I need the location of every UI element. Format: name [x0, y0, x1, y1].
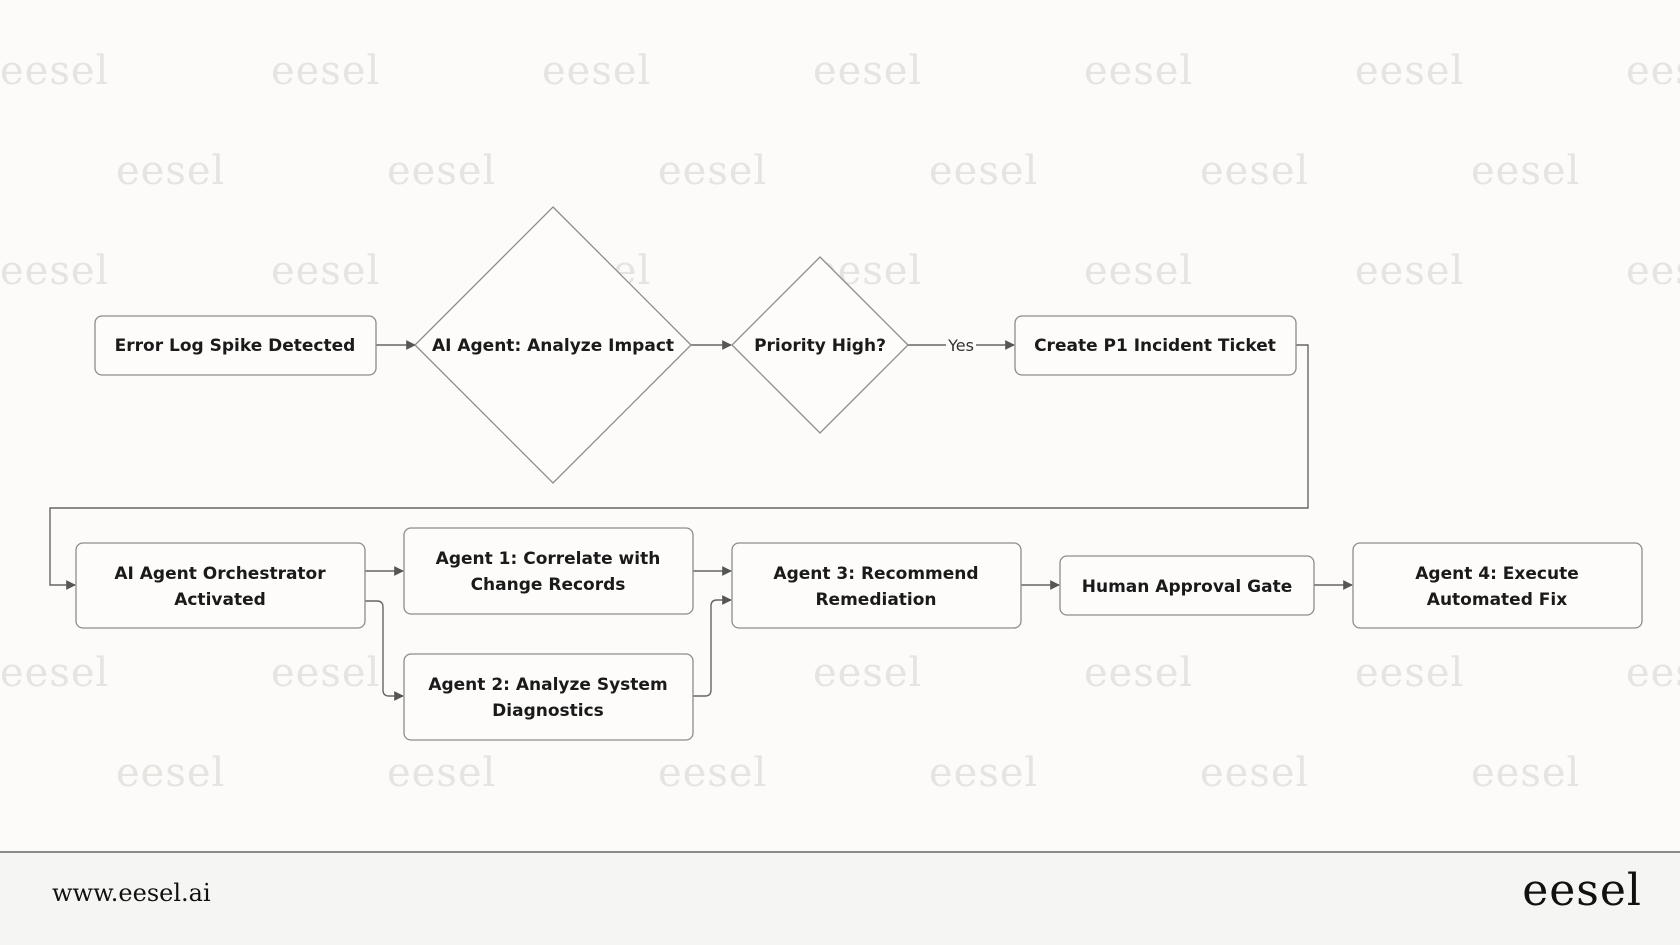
node-agent3-label-line2: Remediation: [815, 590, 936, 610]
node-agent2-label-line1: Agent 2: Analyze System: [428, 675, 667, 695]
watermark-text: eesel: [1626, 48, 1680, 94]
watermark-text: eesel: [929, 750, 1039, 796]
node-agent3-box[interactable]: [731, 542, 1022, 629]
watermark-text: eesel: [1355, 48, 1465, 94]
watermark-text: eesel: [1471, 750, 1581, 796]
edge-label-yes: Yes: [947, 336, 974, 355]
node-p1-ticket-box[interactable]: [1014, 315, 1297, 376]
node-agent2-box[interactable]: [403, 653, 694, 741]
edge-orchestrator-to-agent2: [365, 600, 404, 701]
watermark-text: eesel: [658, 148, 768, 194]
watermark-text: eesel: [1355, 248, 1465, 294]
node-analyze-impact-diamond[interactable]: [414, 206, 692, 484]
watermark-text: eesel: [1200, 148, 1310, 194]
edge-agent2-to-agent3: [693, 595, 732, 697]
watermark-text: eesel: [116, 750, 226, 796]
edge-ticket-to-orchestrator: [49, 344, 1309, 590]
node-agent1-label-line2: Change Records: [471, 575, 626, 595]
watermark-text: eesel: [0, 650, 110, 696]
watermark-text: eesel: [1626, 650, 1680, 696]
footer: www.eesel.ai eesel: [0, 851, 1680, 945]
node-agent1-label-line1: Agent 1: Correlate with: [436, 549, 661, 569]
watermark-text: eesel: [1626, 248, 1680, 294]
watermark-text: eesel: [1084, 48, 1194, 94]
node-agent4-label-line1: Agent 4: Execute: [1415, 564, 1579, 584]
node-approval-box[interactable]: [1059, 555, 1315, 616]
node-error-log-box[interactable]: [94, 315, 377, 376]
watermark-text: eesel: [813, 650, 923, 696]
watermark-text: eesel: [1084, 650, 1194, 696]
watermark-text: eesel: [542, 48, 652, 94]
footer-url-link[interactable]: www.eesel.ai: [52, 879, 211, 907]
node-priority-diamond[interactable]: [731, 256, 909, 434]
watermark-text: eesel: [1084, 248, 1194, 294]
node-agent1-box[interactable]: [403, 527, 694, 615]
watermark-text: eesel: [271, 650, 381, 696]
node-p1-ticket-label: Create P1 Incident Ticket: [1034, 336, 1276, 356]
diagram-canvas: eesel eesel eesel eesel eesel eesel eesel eesel…: [0, 48, 1680, 796]
watermark-text: eesel: [813, 48, 923, 94]
watermark-text: eesel: [1471, 148, 1581, 194]
node-error-log-label: Error Log Spike Detected: [115, 336, 356, 356]
node-agent3-label-line1: Agent 3: Recommend: [773, 564, 978, 584]
node-analyze-impact-label: AI Agent: Analyze Impact: [432, 336, 674, 356]
watermark-text: eesel: [0, 48, 110, 94]
node-agent4-label-line2: Automated Fix: [1427, 590, 1567, 610]
watermark-text: eesel: [0, 248, 110, 294]
watermark-text: eesel: [271, 248, 381, 294]
node-orchestrator-box[interactable]: [75, 542, 366, 629]
watermark-text: eesel: [929, 148, 1039, 194]
node-priority-label: Priority High?: [754, 336, 886, 356]
watermark-text: eesel: [658, 750, 768, 796]
watermark-text: eesel: [271, 48, 381, 94]
node-orchestrator-label-line2: Activated: [174, 590, 266, 610]
node-agent4-box[interactable]: [1352, 542, 1643, 629]
flowchart: Yes Error Log Spike Detected AI Agent: A…: [49, 206, 1643, 741]
watermark-text: eesel: [387, 148, 497, 194]
node-orchestrator-label-line1: AI Agent Orchestrator: [114, 564, 326, 584]
footer-logo: eesel: [1522, 865, 1642, 916]
node-agent2-label-line2: Diagnostics: [492, 701, 604, 721]
watermark-text: eesel: [1355, 650, 1465, 696]
node-approval-label: Human Approval Gate: [1082, 577, 1292, 597]
watermark-text: eesel: [1200, 750, 1310, 796]
watermark-text: eesel: [116, 148, 226, 194]
watermark-text: eesel: [387, 750, 497, 796]
